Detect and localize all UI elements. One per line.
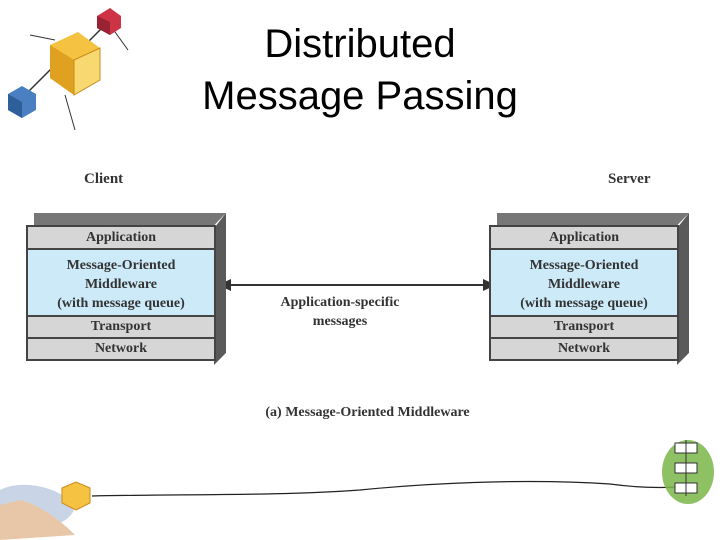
client-application-layer: Application: [28, 227, 214, 250]
server-network-layer: Network: [491, 339, 677, 359]
client-middleware-layer: Message-Oriented Middleware (with messag…: [28, 250, 214, 317]
server-stack: Application Message-Oriented Middleware …: [489, 213, 689, 365]
server-application-layer: Application: [491, 227, 677, 250]
title-line-2: Message Passing: [202, 74, 518, 118]
figure-caption: (a) Message-Oriented Middleware: [265, 405, 470, 420]
page-title: Distributed Message Passing: [150, 18, 570, 122]
arrow-label: Application-specific messages: [280, 295, 400, 329]
hand-holding-cube-icon: [0, 481, 91, 540]
title-line-1: Distributed: [264, 22, 456, 66]
client-transport-layer: Transport: [28, 317, 214, 339]
server-middleware-layer: Message-Oriented Middleware (with messag…: [491, 250, 677, 317]
client-label: Client: [84, 171, 124, 187]
message-arrow: [218, 279, 496, 291]
server-transport-layer: Transport: [491, 317, 677, 339]
server-label: Server: [608, 171, 651, 187]
client-stack: Application Message-Oriented Middleware …: [26, 213, 226, 365]
client-network-layer: Network: [28, 339, 214, 359]
person-figure-icon: [662, 440, 714, 504]
connection-line: [91, 480, 677, 497]
cube-network-icon: [8, 8, 129, 131]
